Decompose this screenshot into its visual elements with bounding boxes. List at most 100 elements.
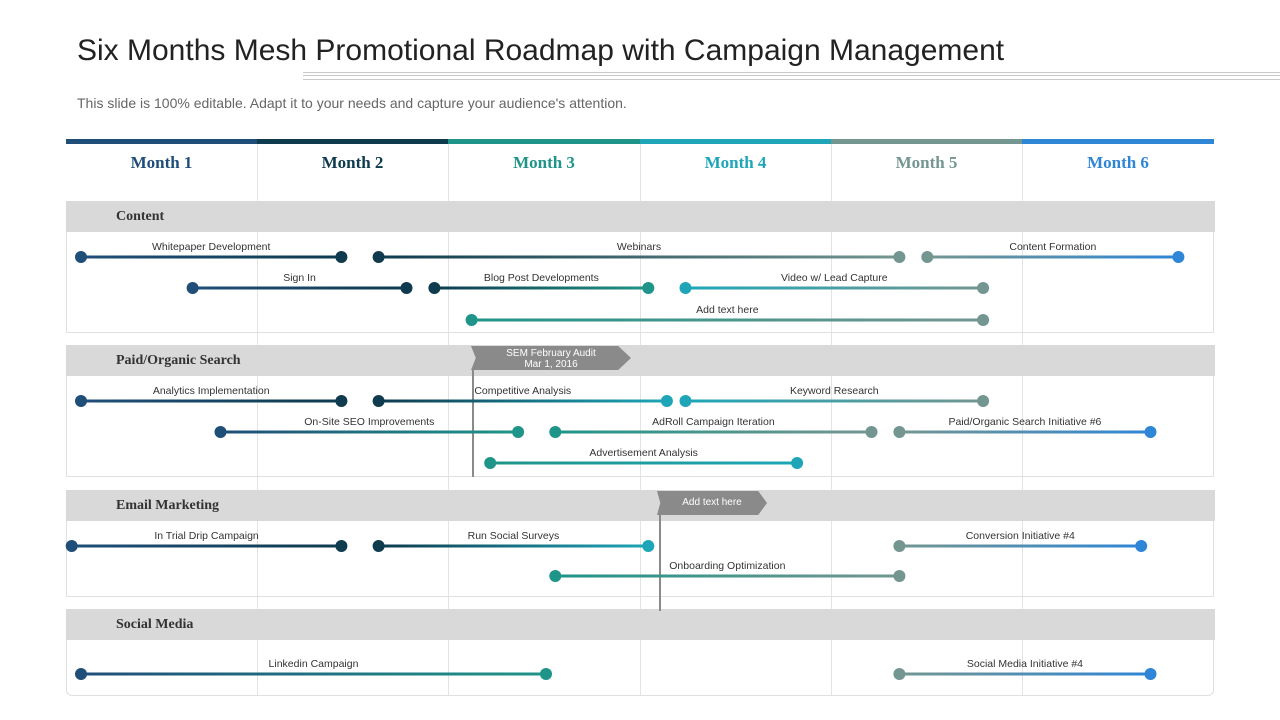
month-column-6: Month 6 xyxy=(1022,139,1214,201)
task-start-dot xyxy=(372,395,385,407)
task-end-dot xyxy=(642,282,655,294)
task-start-dot xyxy=(893,668,906,680)
section-label-content: Content xyxy=(116,209,165,224)
milestone-title: SEM February Audit xyxy=(506,348,596,359)
task-end-dot xyxy=(791,457,804,469)
month-column-5: Month 5 xyxy=(831,139,1022,201)
task-end-dot xyxy=(642,540,655,552)
month-column-3: Month 3 xyxy=(448,139,640,201)
task-end-dot xyxy=(400,282,413,294)
task-label: Social Media Initiative #4 xyxy=(966,658,1084,670)
task-end-dot xyxy=(1172,251,1185,263)
task-start-dot xyxy=(214,426,227,438)
milestone-flag: Add text here xyxy=(657,491,767,515)
task-start-dot xyxy=(75,668,87,680)
task-label: Linkedin Campaign xyxy=(268,658,359,670)
month-5-label: Month 5 xyxy=(895,153,958,172)
task-label: Competitive Analysis xyxy=(474,385,572,397)
task-label: Analytics Implementation xyxy=(152,385,270,397)
section-label-search: Paid/Organic Search xyxy=(116,353,241,368)
month-1-color-bar xyxy=(66,139,257,144)
task-start-dot xyxy=(75,251,87,263)
month-gridline xyxy=(448,144,449,696)
section-header-content: Content xyxy=(66,201,1215,232)
task-label: Webinars xyxy=(616,241,662,253)
task-end-dot xyxy=(865,426,878,438)
milestone-title: Add text here xyxy=(682,497,742,508)
task-label: Advertisement Analysis xyxy=(589,447,698,459)
section-header-search: Paid/Organic Search xyxy=(66,345,1215,376)
month-column-1: Month 1 xyxy=(66,139,257,201)
task-end-dot xyxy=(893,251,906,263)
section-label-social: Social Media xyxy=(116,617,194,632)
page-title: Six Months Mesh Promotional Roadmap with… xyxy=(77,34,1005,67)
task-label: Paid/Organic Search Initiative #6 xyxy=(948,416,1102,428)
task-start-dot xyxy=(484,457,497,469)
title-divider xyxy=(303,72,1280,80)
task-label: On-Site SEO Improvements xyxy=(304,416,435,428)
month-3-color-bar xyxy=(448,139,640,144)
task-start-dot xyxy=(372,251,385,263)
milestone-date: Mar 1, 2016 xyxy=(524,359,578,370)
task-label: Whitepaper Development xyxy=(151,241,271,253)
task-start-dot xyxy=(549,570,562,582)
task-start-dot xyxy=(65,540,78,552)
month-6-label: Month 6 xyxy=(1087,153,1149,172)
task-start-dot xyxy=(893,540,906,552)
task-label: Conversion Initiative #4 xyxy=(965,530,1075,542)
month-4-label: Month 4 xyxy=(704,153,767,172)
section-header-email: Email Marketing xyxy=(66,490,1215,521)
month-6-color-bar xyxy=(1022,139,1214,144)
milestone-line xyxy=(659,514,661,611)
month-4-color-bar xyxy=(640,139,831,144)
page-subtitle: This slide is 100% editable. Adapt it to… xyxy=(77,95,627,111)
month-gridline xyxy=(1022,144,1023,696)
task-end-dot xyxy=(977,395,990,407)
month-column-2: Month 2 xyxy=(257,139,448,201)
task-label: Video w/ Lead Capture xyxy=(780,272,888,284)
section-header-social: Social Media xyxy=(66,609,1215,640)
month-gridline xyxy=(257,144,258,696)
task-start-dot xyxy=(75,395,87,407)
task-label: AdRoll Campaign Iteration xyxy=(652,416,775,428)
task-label: Add text here xyxy=(696,304,759,316)
month-column-4: Month 4 xyxy=(640,139,831,201)
task-start-dot xyxy=(921,251,934,263)
task-end-dot xyxy=(1144,668,1157,680)
milestone-line xyxy=(472,369,474,477)
month-header-row: Month 1 Month 2 Month 3 Month 4 Month 5 … xyxy=(66,139,1214,201)
month-2-color-bar xyxy=(257,139,448,144)
task-label: Content Formation xyxy=(1009,241,1097,253)
task-end-dot xyxy=(977,282,990,294)
section-label-email: Email Marketing xyxy=(116,498,220,513)
task-start-dot xyxy=(679,395,692,407)
month-3-label: Month 3 xyxy=(513,153,575,172)
task-label: Sign In xyxy=(283,272,316,284)
task-end-dot xyxy=(977,314,990,326)
month-gridline xyxy=(640,144,641,696)
task-start-dot xyxy=(679,282,692,294)
task-start-dot xyxy=(549,426,562,438)
task-end-dot xyxy=(540,668,552,680)
task-end-dot xyxy=(1144,426,1157,438)
month-1-label: Month 1 xyxy=(130,153,193,172)
task-end-dot xyxy=(335,395,348,407)
month-5-color-bar xyxy=(831,139,1022,144)
task-start-dot xyxy=(186,282,199,294)
task-end-dot xyxy=(335,251,348,263)
task-label: In Trial Drip Campaign xyxy=(154,530,259,542)
task-start-dot xyxy=(428,282,441,294)
month-gridline xyxy=(831,144,832,696)
task-label: Run Social Surveys xyxy=(467,530,560,542)
task-label: Blog Post Developments xyxy=(483,272,599,284)
task-end-dot xyxy=(893,570,906,582)
task-label: Keyword Research xyxy=(789,385,879,397)
task-end-dot xyxy=(660,395,673,407)
task-end-dot xyxy=(335,540,348,552)
task-label: Onboarding Optimization xyxy=(669,560,786,572)
month-2-label: Month 2 xyxy=(321,153,384,172)
task-end-dot xyxy=(1135,540,1148,552)
task-start-dot xyxy=(893,426,906,438)
